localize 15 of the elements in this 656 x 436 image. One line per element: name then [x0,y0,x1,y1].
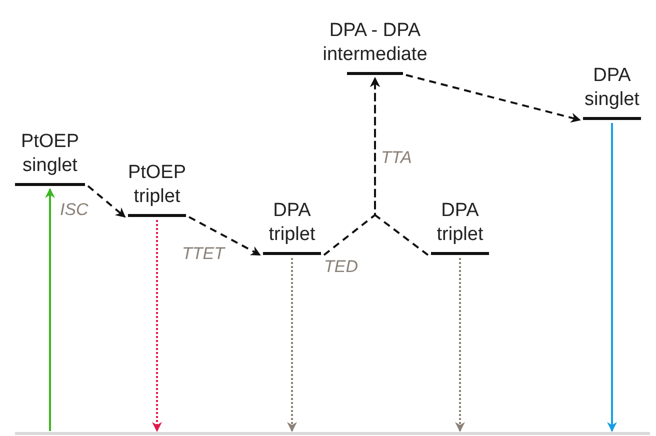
level-label: PtOEP triplet [126,161,188,209]
level-label: DPA triplet [268,199,316,247]
arrow [370,77,429,256]
arrow [287,258,297,432]
arrow [188,216,261,256]
arrow [406,74,581,123]
level-label: DPA triplet [436,199,484,247]
arrow [152,220,162,432]
arrow [87,185,126,218]
level-label: DPA - DPA intermediate [322,19,428,67]
arrow [455,258,465,432]
level-label: PtOEP singlet [20,130,80,178]
level-label: DPA singlet [584,64,640,112]
arrow [45,188,55,431]
arrow [607,123,617,432]
